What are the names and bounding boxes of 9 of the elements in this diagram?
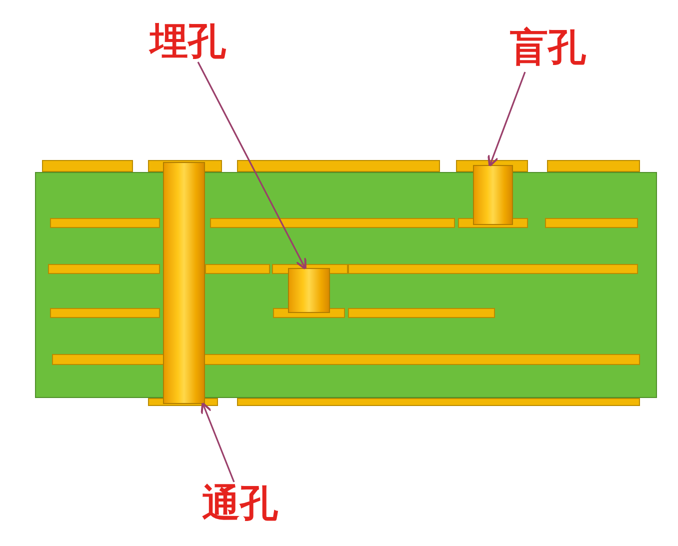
leader-arrow xyxy=(488,72,526,167)
via-label: 盲孔 xyxy=(510,28,586,66)
via-barrel xyxy=(163,162,205,404)
leader-arrow xyxy=(197,62,306,270)
via-barrel xyxy=(288,268,330,313)
leader-arrow xyxy=(200,402,235,482)
via-barrel xyxy=(473,165,513,225)
via-label: 通孔 xyxy=(202,484,278,522)
via-label: 埋孔 xyxy=(150,22,226,60)
